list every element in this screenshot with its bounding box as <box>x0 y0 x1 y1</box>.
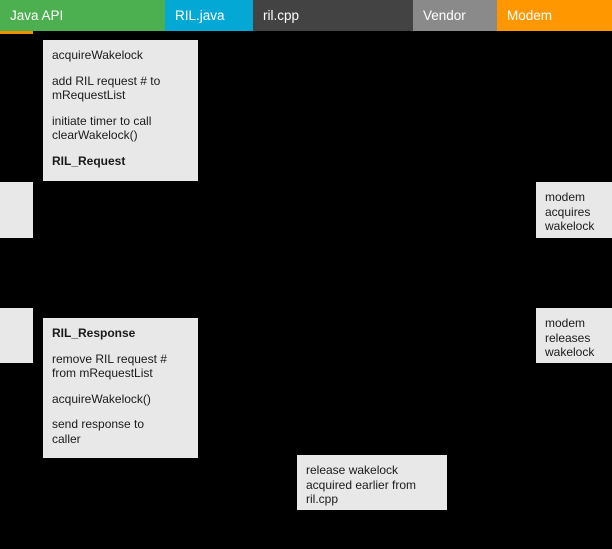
lane-header-java-api[interactable]: Java API <box>0 0 165 31</box>
lane-label-vendor: Vendor <box>423 7 466 23</box>
lane-header-bar: Java API RIL.java ril.cpp Vendor Modem <box>0 0 612 31</box>
note-box-release-wakelock[interactable]: release wakelock acquired earlier from r… <box>297 455 447 510</box>
note-box-left-clipped-bottom[interactable] <box>0 308 33 363</box>
lane-label-ril-cpp: ril.cpp <box>263 7 300 23</box>
lane-header-modem[interactable]: Modem <box>497 0 612 31</box>
note-box-modem-acquires-wakelock[interactable]: modem acquires wakelock <box>536 182 612 238</box>
note-box-modem-releases-wakelock[interactable]: modem releases wakelock <box>536 308 612 363</box>
note-box-ril-request[interactable]: acquireWakelock add RIL request # to mRe… <box>43 40 198 181</box>
note-box-ril-response[interactable]: RIL_Response remove RIL request # from m… <box>43 318 198 458</box>
lane-header-vendor[interactable]: Vendor <box>413 0 497 31</box>
lane-label-modem: Modem <box>507 7 553 23</box>
ril-response-title: RIL_Response <box>52 326 136 340</box>
ril-response-line-1: remove RIL request # from mRequestList <box>52 351 167 381</box>
ril-request-title: RIL_Request <box>52 153 126 168</box>
note-box-left-clipped-top[interactable] <box>0 182 33 238</box>
ril-request-line-2: add RIL request # to mRequestList <box>52 73 161 103</box>
ril-request-line-3: initiate timer to call clearWakelock() <box>52 113 152 143</box>
lane-header-ril-cpp[interactable]: ril.cpp <box>253 0 413 31</box>
modem-acquires-text: modem acquires wakelock <box>545 190 595 233</box>
modem-releases-text: modem releases wakelock <box>545 316 595 359</box>
lane-label-ril-java: RIL.java <box>175 7 225 23</box>
lane-label-java-api: Java API <box>10 7 64 23</box>
orange-accent-strip <box>0 31 33 34</box>
lane-header-ril-java[interactable]: RIL.java <box>165 0 253 31</box>
ril-request-line-1: acquireWakelock <box>52 48 143 62</box>
ril-response-line-3: send response to caller <box>52 417 145 446</box>
ril-response-line-2: acquireWakelock() <box>52 391 151 406</box>
release-wakelock-text: release wakelock acquired earlier from r… <box>306 463 417 506</box>
